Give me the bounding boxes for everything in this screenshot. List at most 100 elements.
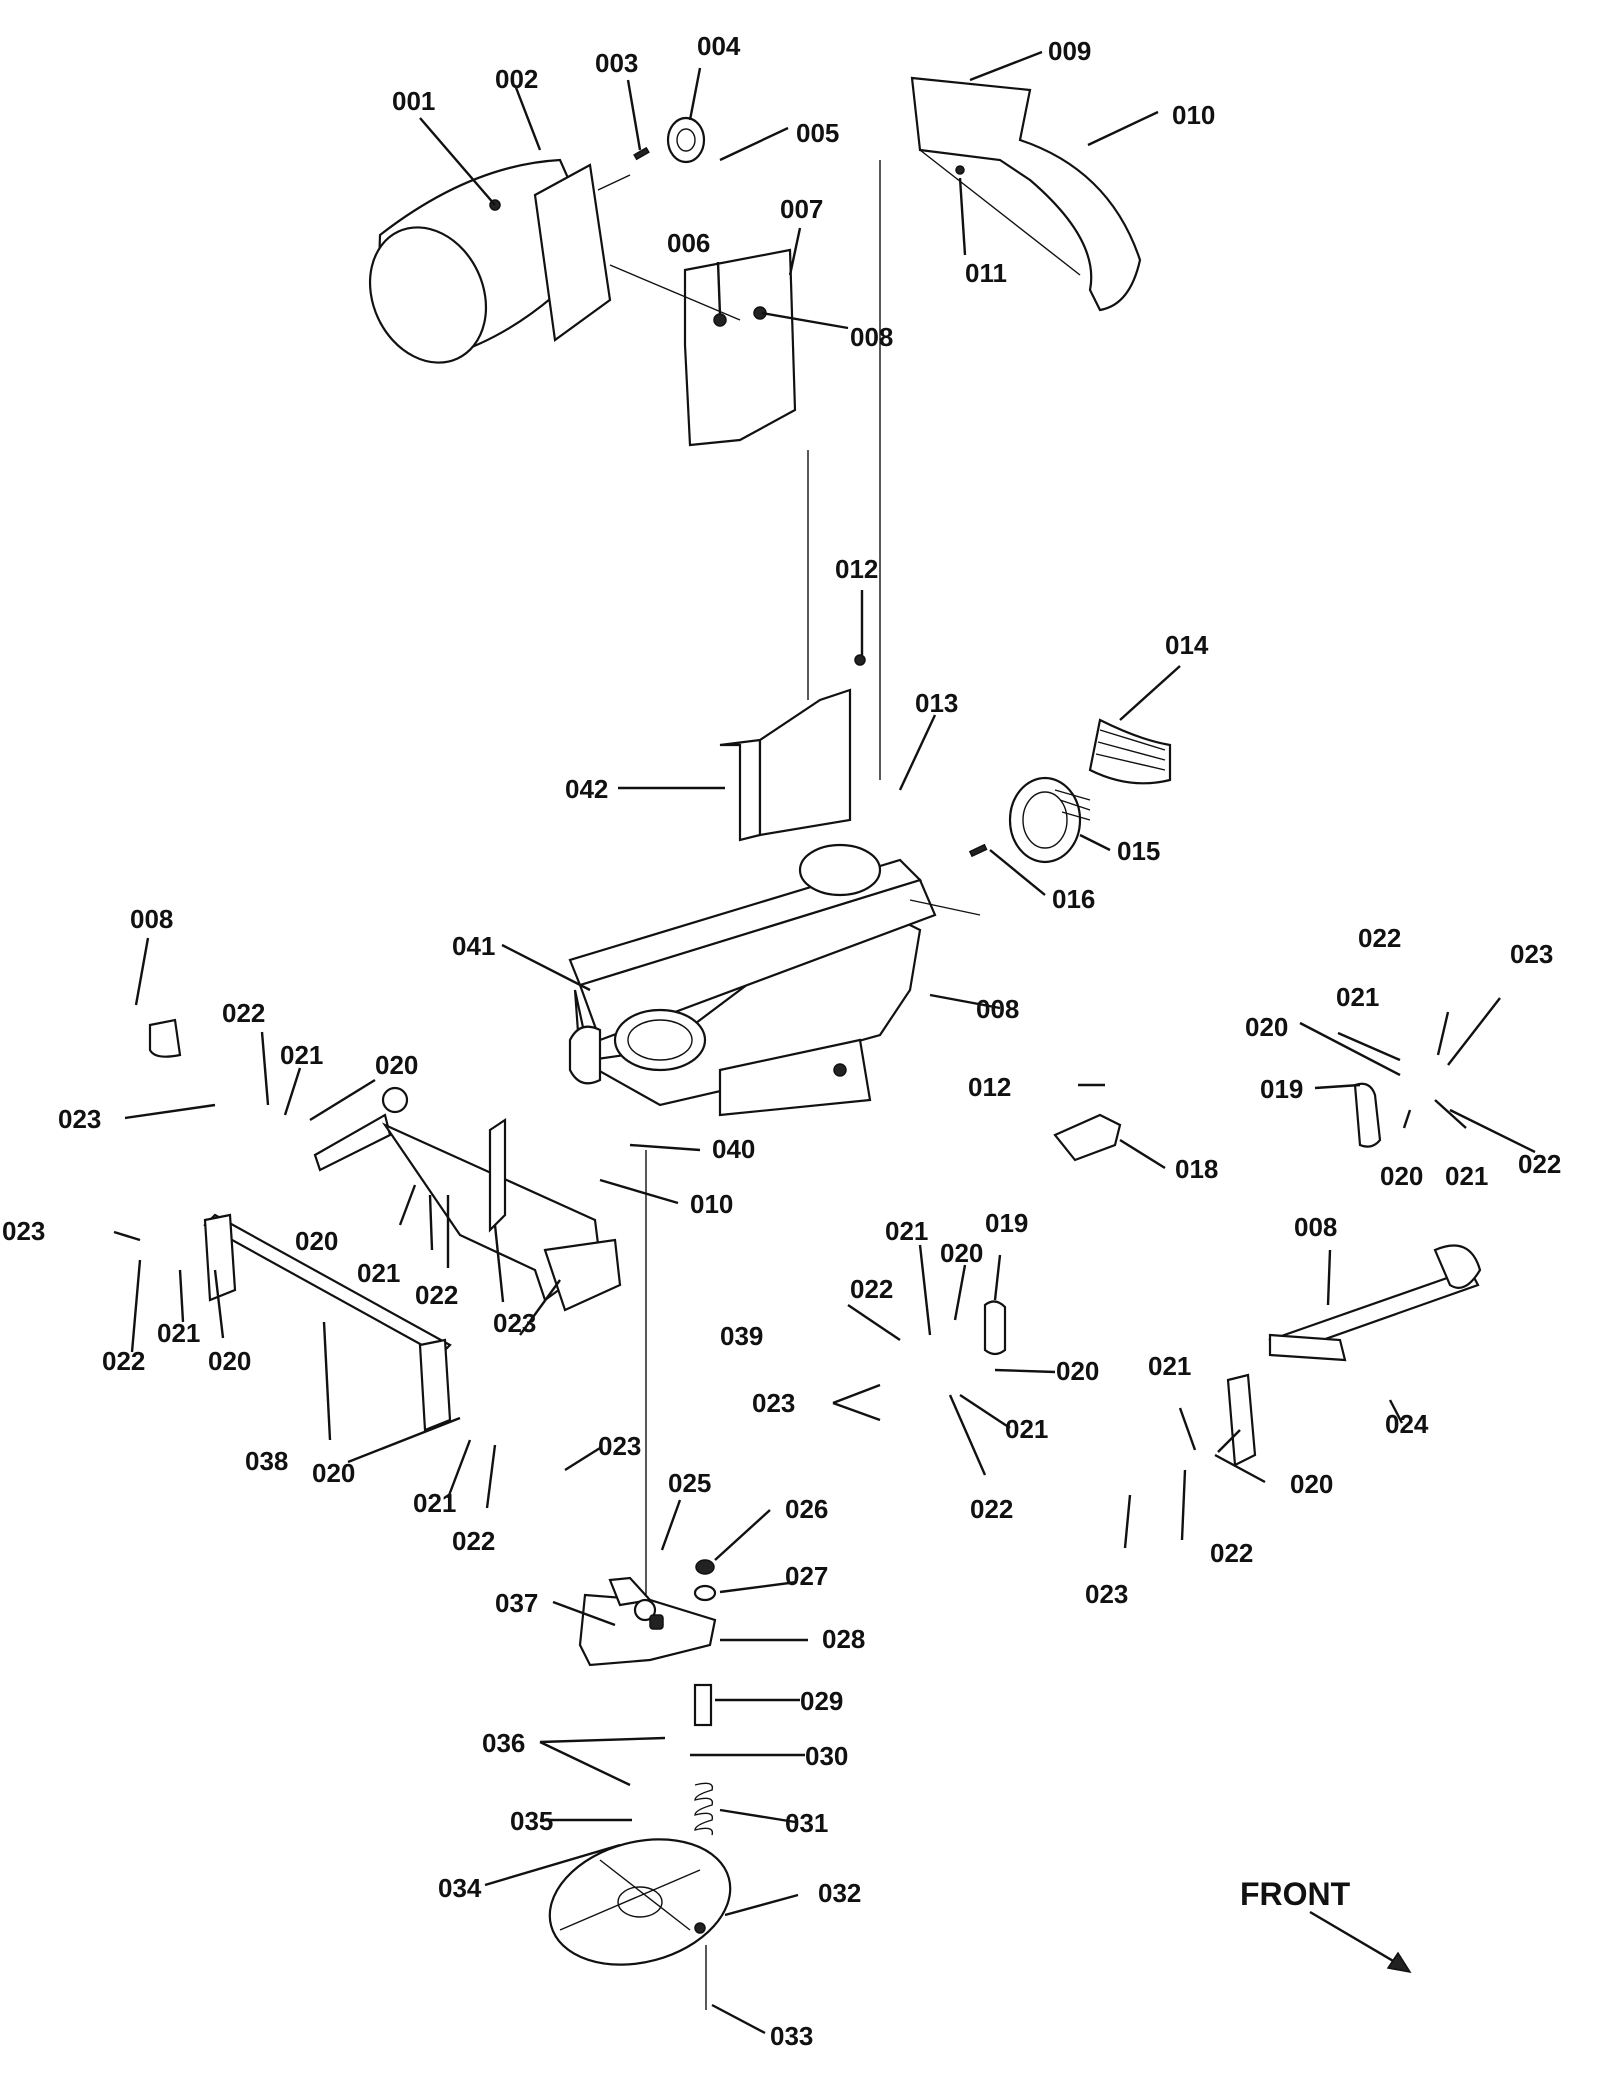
callout-010: 010 xyxy=(1172,100,1215,130)
motor-mount-plate xyxy=(609,248,797,447)
left-cross-rod xyxy=(203,1213,452,1432)
washer-027-pin xyxy=(649,1614,664,1630)
callout-020: 020 xyxy=(295,1226,338,1256)
callout-023: 023 xyxy=(1510,939,1553,969)
callout-022: 022 xyxy=(850,1274,893,1304)
drive-pulley xyxy=(1008,776,1091,864)
callout-013: 013 xyxy=(915,688,958,718)
right-cross-rod xyxy=(1226,1244,1482,1467)
callout-035: 035 xyxy=(510,1806,553,1836)
vertical-bracket xyxy=(719,160,881,842)
callout-002: 002 xyxy=(495,64,538,94)
callout-021: 021 xyxy=(885,1216,928,1246)
callout-020: 020 xyxy=(208,1346,251,1376)
callout-038: 038 xyxy=(245,1446,288,1476)
callout-020: 020 xyxy=(1380,1161,1423,1191)
callout-labels: 001 002 003 004 005 006 007 008 009 010 … xyxy=(2,31,1561,2051)
callout-037: 037 xyxy=(495,1588,538,1618)
callout-020: 020 xyxy=(1245,1012,1288,1042)
callout-024: 024 xyxy=(1385,1409,1429,1439)
callout-leaders xyxy=(113,50,1536,2035)
callout-008: 008 xyxy=(850,322,893,352)
callout-021: 021 xyxy=(1445,1161,1488,1191)
spring-031 xyxy=(694,1782,714,1836)
callout-026: 026 xyxy=(785,1494,828,1524)
callout-023: 023 xyxy=(1085,1579,1128,1609)
callout-039: 039 xyxy=(720,1321,763,1351)
callout-015: 015 xyxy=(1117,836,1160,866)
callout-022: 022 xyxy=(1210,1538,1253,1568)
callout-034: 034 xyxy=(438,1873,482,1903)
drive-belt xyxy=(1088,718,1172,785)
callout-022: 022 xyxy=(452,1526,495,1556)
callout-012: 012 xyxy=(968,1072,1011,1102)
washer-027 xyxy=(693,1584,717,1602)
callout-020: 020 xyxy=(1290,1469,1333,1499)
callout-032: 032 xyxy=(818,1878,861,1908)
caster-fork xyxy=(578,1576,717,1667)
callout-023: 023 xyxy=(58,1104,101,1134)
callout-023: 023 xyxy=(2,1216,45,1246)
callout-022: 022 xyxy=(102,1346,145,1376)
callout-021: 021 xyxy=(1005,1414,1048,1444)
callout-006: 006 xyxy=(667,228,710,258)
callout-023: 023 xyxy=(493,1308,536,1338)
main-housing xyxy=(568,843,981,1117)
center-link-019 xyxy=(983,1300,1007,1356)
callout-014: 014 xyxy=(1165,630,1209,660)
callout-007: 007 xyxy=(780,194,823,224)
callout-008: 008 xyxy=(1294,1212,1337,1242)
callout-042: 042 xyxy=(565,774,608,804)
callout-022: 022 xyxy=(415,1280,458,1310)
callout-022: 022 xyxy=(1518,1149,1561,1179)
callout-022: 022 xyxy=(222,998,265,1028)
callout-021: 021 xyxy=(357,1258,400,1288)
callout-018: 018 xyxy=(1175,1154,1218,1184)
belt-guard xyxy=(910,76,1142,312)
front-direction-arrow xyxy=(1309,1910,1412,1974)
callout-016: 016 xyxy=(1052,884,1095,914)
callout-021: 021 xyxy=(280,1040,323,1070)
callout-019: 019 xyxy=(1260,1074,1303,1104)
callout-041: 041 xyxy=(452,931,495,961)
callout-005: 005 xyxy=(796,118,839,148)
callout-004: 004 xyxy=(697,31,741,61)
callout-040: 040 xyxy=(712,1134,755,1164)
callout-021: 021 xyxy=(1148,1351,1191,1381)
motor xyxy=(368,158,631,364)
callout-019: 019 xyxy=(985,1208,1028,1238)
right-upper-link xyxy=(1353,1082,1382,1148)
callout-008: 008 xyxy=(130,904,173,934)
callout-010: 010 xyxy=(690,1189,733,1219)
nut-026 xyxy=(695,1559,715,1575)
callout-030: 030 xyxy=(805,1741,848,1771)
callout-020: 020 xyxy=(375,1050,418,1080)
clip-018 xyxy=(1053,1113,1122,1162)
callout-023: 023 xyxy=(598,1431,641,1461)
left-linkage-bracket xyxy=(148,1018,622,1312)
callout-031: 031 xyxy=(785,1808,828,1838)
spacer-029 xyxy=(693,1683,713,1727)
callout-027: 027 xyxy=(785,1561,828,1591)
callout-009: 009 xyxy=(1048,36,1091,66)
callout-022: 022 xyxy=(1358,923,1401,953)
callout-021: 021 xyxy=(157,1318,200,1348)
pulley-key xyxy=(968,843,988,858)
front-label: FRONT xyxy=(1240,1876,1351,1912)
callout-020: 020 xyxy=(312,1458,355,1488)
callout-003: 003 xyxy=(595,48,638,78)
callout-008: 008 xyxy=(976,994,1019,1024)
caster-plate xyxy=(548,1838,732,1966)
callout-029: 029 xyxy=(800,1686,843,1716)
callout-022: 022 xyxy=(970,1494,1013,1524)
callout-021: 021 xyxy=(1336,982,1379,1012)
callout-020: 020 xyxy=(940,1238,983,1268)
motor-pulley xyxy=(633,116,706,164)
callout-011: 011 xyxy=(965,258,1007,288)
callout-028: 028 xyxy=(822,1624,865,1654)
callout-033: 033 xyxy=(770,2021,813,2051)
callout-012: 012 xyxy=(835,554,878,584)
callout-036: 036 xyxy=(482,1728,525,1758)
callout-020: 020 xyxy=(1056,1356,1099,1386)
